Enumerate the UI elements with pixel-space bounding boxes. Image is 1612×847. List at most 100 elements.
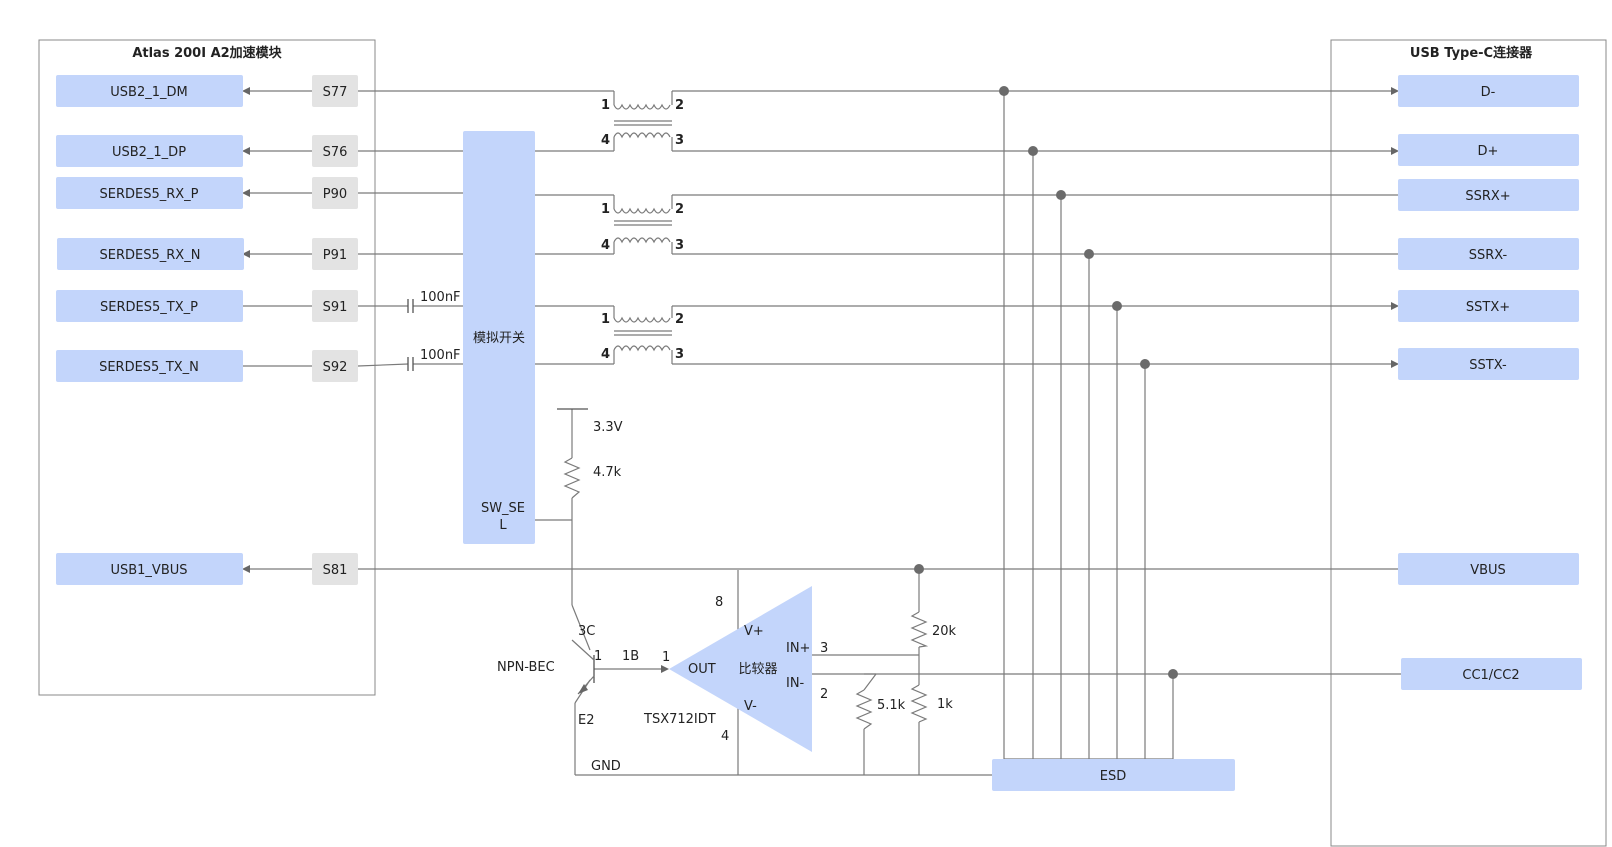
svg-text:5.1k: 5.1k — [877, 698, 906, 713]
svg-text:SERDES5_RX_N: SERDES5_RX_N — [100, 248, 201, 263]
svg-text:20k: 20k — [932, 624, 957, 639]
svg-text:V+: V+ — [744, 624, 764, 639]
signal-box-usb2-1-dp — [56, 135, 243, 167]
pin-box-s91 — [312, 290, 358, 322]
svg-text:3: 3 — [675, 347, 684, 362]
connector-box-cc1-cc2 — [1401, 658, 1582, 690]
svg-text:100nF: 100nF — [420, 290, 461, 305]
left-module-outline — [38, 39, 376, 696]
esd-block — [992, 759, 1235, 791]
transformer-rx: 1 2 4 3 — [601, 202, 684, 253]
svg-text:2: 2 — [675, 202, 684, 217]
signal-box-usb1-vbus — [56, 553, 243, 585]
pin-box-s77 — [312, 75, 358, 107]
svg-text:SSRX-: SSRX- — [1469, 248, 1508, 263]
svg-text:SERDES5_TX_P: SERDES5_TX_P — [100, 300, 198, 315]
svg-text:V-: V- — [744, 699, 757, 714]
svg-text:CC1/CC2: CC1/CC2 — [1462, 668, 1519, 683]
pin-box-p90 — [312, 177, 358, 209]
svg-text:OUT: OUT — [688, 662, 716, 677]
right-module-title: USB Type-C连接器 — [1410, 45, 1533, 61]
svg-text:S77: S77 — [323, 85, 348, 100]
svg-text:S76: S76 — [323, 145, 348, 160]
svg-text:1: 1 — [662, 650, 670, 665]
svg-text:IN-: IN- — [786, 676, 805, 691]
svg-text:2: 2 — [675, 312, 684, 327]
svg-text:SSRX+: SSRX+ — [1465, 189, 1510, 204]
analog-switch-label: 模拟开关 — [473, 331, 525, 346]
svg-text:P90: P90 — [323, 187, 347, 202]
svg-text:USB1_VBUS: USB1_VBUS — [110, 563, 187, 578]
gnd-label: GND — [591, 759, 621, 774]
left-signal-boxes: USB2_1_DM USB2_1_DP SERDES5_RX_P SERDES5… — [56, 75, 244, 585]
arrow-s76-icon — [242, 147, 250, 155]
junction-dots — [914, 86, 1178, 679]
svg-text:TSX712IDT: TSX712IDT — [643, 712, 716, 727]
analog-switch-block — [463, 131, 535, 544]
svg-text:SSTX+: SSTX+ — [1466, 300, 1510, 315]
svg-text:1B: 1B — [622, 649, 639, 664]
svg-text:3C: 3C — [578, 624, 595, 639]
arrow-p91-icon — [242, 250, 250, 258]
capacitor-tx-n: 100nF — [407, 348, 461, 371]
left-module-title: Atlas 200I A2加速模块 — [132, 45, 282, 61]
svg-text:SSTX-: SSTX- — [1469, 358, 1507, 373]
pin-box-p91 — [312, 238, 358, 270]
svg-text:2: 2 — [675, 98, 684, 113]
svg-text:比较器: 比较器 — [738, 662, 777, 677]
signal-box-serdes5-rx-n — [57, 238, 244, 270]
svg-text:SERDES5_TX_N: SERDES5_TX_N — [99, 360, 199, 375]
connector-box-d-plus — [1398, 134, 1579, 166]
svg-text:SERDES5_RX_P: SERDES5_RX_P — [99, 187, 198, 202]
connector-box-d-minus — [1398, 75, 1579, 107]
svg-text:VBUS: VBUS — [1470, 563, 1506, 578]
arrow-d-minus-icon — [1391, 87, 1399, 95]
svg-text:P91: P91 — [323, 248, 347, 263]
svg-text:S91: S91 — [323, 300, 348, 315]
svg-text:1k: 1k — [937, 697, 953, 712]
signal-box-usb2-1-dm — [56, 75, 243, 107]
svg-text:USB2_1_DM: USB2_1_DM — [110, 85, 187, 100]
transformer-tx: 1 2 4 3 — [601, 312, 684, 362]
svg-text:4: 4 — [601, 347, 610, 362]
svg-text:E2: E2 — [578, 713, 595, 728]
svg-text:3: 3 — [820, 641, 828, 656]
connector-box-ssrx-minus — [1398, 238, 1579, 270]
connector-box-vbus — [1398, 553, 1579, 585]
svg-text:3.3V: 3.3V — [593, 420, 623, 435]
connector-box-sstx-minus — [1398, 348, 1579, 380]
svg-text:3: 3 — [675, 238, 684, 253]
svg-text:1: 1 — [601, 312, 610, 327]
right-module-outline — [1330, 39, 1607, 847]
arrow-heads — [242, 87, 1399, 673]
svg-text:4: 4 — [721, 729, 729, 744]
right-connector-boxes: D- D+ SSRX+ SSRX- SSTX+ SSTX- VBUS CC1/C… — [1398, 75, 1582, 690]
svg-text:2: 2 — [820, 687, 828, 702]
signal-box-serdes5-tx-p — [56, 290, 243, 322]
svg-text:1: 1 — [594, 649, 602, 664]
pin-box-s92 — [312, 350, 358, 382]
arrow-d-plus-icon — [1391, 147, 1399, 155]
resistor-4-7k-icon — [563, 457, 581, 499]
svg-text:4.7k: 4.7k — [593, 465, 622, 480]
svg-text:4: 4 — [601, 133, 610, 148]
connector-box-sstx-plus — [1398, 290, 1579, 322]
arrow-p90-icon — [242, 189, 250, 197]
capacitor-tx-p: 100nF — [407, 290, 461, 313]
svg-text:S81: S81 — [323, 563, 348, 578]
svg-text:8: 8 — [715, 595, 723, 610]
resistor-20k-icon — [910, 611, 929, 648]
transformer-usb2: 1 2 4 3 — [601, 98, 684, 148]
svg-text:4: 4 — [601, 238, 610, 253]
svg-text:S92: S92 — [323, 360, 348, 375]
svg-text:1: 1 — [601, 98, 610, 113]
pin-box-s81 — [312, 553, 358, 585]
svg-text:D+: D+ — [1478, 144, 1499, 159]
arrow-s77-icon — [242, 87, 250, 95]
svg-text:IN+: IN+ — [786, 641, 810, 656]
svg-text:D-: D- — [1481, 85, 1496, 100]
esd-label: ESD — [1100, 769, 1126, 784]
comparator-triangle — [669, 586, 812, 752]
pin-boxes: S77 S76 P90 P91 S91 S92 S81 — [312, 75, 358, 585]
